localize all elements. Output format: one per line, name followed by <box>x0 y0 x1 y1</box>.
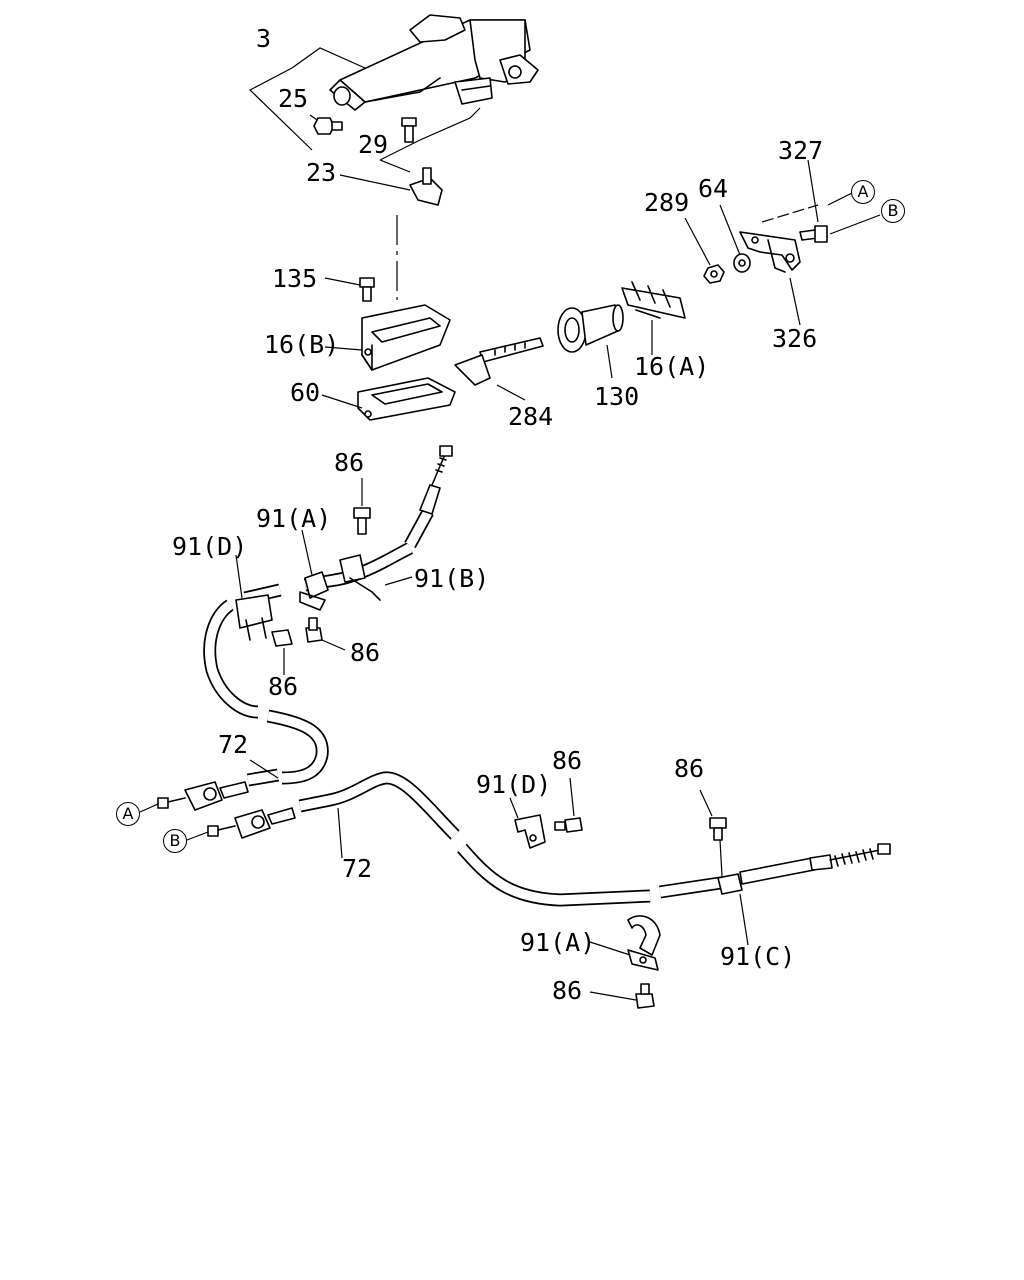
callout-16b: 16(B) <box>264 330 340 359</box>
cable-72-upper <box>203 445 453 787</box>
bolt-25 <box>309 114 343 135</box>
lever-284 <box>454 337 544 386</box>
callout-91b: 91(B) <box>414 564 490 593</box>
callout-130: 130 <box>594 382 640 411</box>
bolt-29 <box>401 117 417 143</box>
bolt-86-top <box>353 478 371 535</box>
ref-a-bottom: A <box>116 802 140 826</box>
callout-64: 64 <box>698 174 729 203</box>
callout-60: 60 <box>290 378 321 407</box>
callout-frame-3 <box>248 47 481 173</box>
pin-23 <box>339 167 443 206</box>
callout-86-top: 86 <box>334 448 365 477</box>
clip-91a-upper <box>299 571 329 611</box>
bolt-86-mid-left <box>271 629 293 675</box>
clip-16a <box>621 281 686 319</box>
cable-72-lower <box>298 771 891 907</box>
nut-289 <box>684 217 725 284</box>
ref-b-top: B <box>881 199 905 223</box>
clip-91d-lower <box>509 797 546 849</box>
callout-86-lower-clip: 86 <box>552 746 583 775</box>
clip-91b <box>339 554 381 601</box>
callout-86-right: 86 <box>674 754 705 783</box>
callout-25: 25 <box>278 84 309 113</box>
washer-64 <box>719 204 751 273</box>
ref-a-top: A <box>851 180 875 204</box>
callout-91a-upper: 91(A) <box>256 504 332 533</box>
callout-284: 284 <box>508 402 554 431</box>
callout-91d-lower: 91(D) <box>476 770 552 799</box>
callout-23: 23 <box>306 158 337 187</box>
callout-326: 326 <box>772 324 818 353</box>
callout-289: 289 <box>644 188 690 217</box>
ref-b-bottom: B <box>163 829 187 853</box>
bolt-86-right <box>699 789 727 841</box>
callout-3: 3 <box>256 24 272 53</box>
bracket-326 <box>739 231 801 273</box>
clip-91a-lower <box>627 915 661 971</box>
bolt-327 <box>799 225 828 243</box>
clip-91c <box>717 839 749 946</box>
bushing-130 <box>557 304 624 353</box>
plate-60 <box>357 377 456 421</box>
callout-86-mid-left: 86 <box>268 672 299 701</box>
bracket-assembly-3 <box>329 14 539 111</box>
bolt-86-mid-right <box>305 617 346 651</box>
callout-327: 327 <box>778 136 824 165</box>
callout-29: 29 <box>358 130 389 159</box>
bolt-86-bottom <box>589 983 655 1009</box>
end-fitting-b <box>207 807 296 839</box>
boot-16b <box>361 304 451 371</box>
callout-16a: 16(A) <box>634 352 710 381</box>
callout-86-bottom: 86 <box>552 976 583 1005</box>
bolt-135 <box>324 277 375 302</box>
bolt-86-lower-clip <box>554 777 583 833</box>
callout-91c: 91(C) <box>720 942 796 971</box>
callout-91d-upper: 91(D) <box>172 532 248 561</box>
end-fitting-a <box>157 781 249 811</box>
callout-72-upper: 72 <box>218 730 249 759</box>
callout-86-mid-right: 86 <box>350 638 381 667</box>
clip-91d-upper <box>235 594 273 641</box>
callout-72-lower: 72 <box>342 854 373 883</box>
callout-135: 135 <box>272 264 318 293</box>
callout-91a-lower: 91(A) <box>520 928 596 957</box>
